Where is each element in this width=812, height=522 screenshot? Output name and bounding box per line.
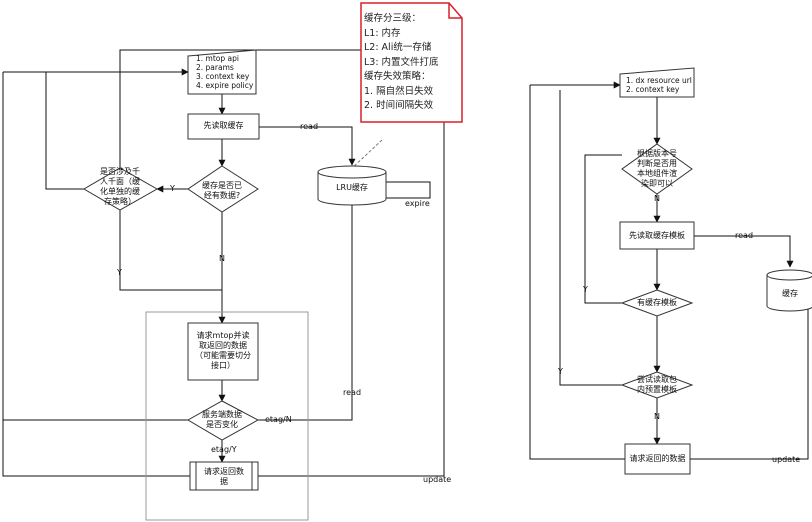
edge-label-n-builtin: N [654, 412, 660, 421]
edge-label-update-left: update [423, 475, 452, 484]
lru-cache-cylinder [317, 165, 387, 206]
return-data-node [189, 461, 259, 491]
read-template-node [619, 221, 695, 250]
read-cache-node [187, 113, 260, 140]
read-cache-label: 先读取缓存 [203, 121, 244, 130]
edge-label-etag-n: etag/N [265, 415, 292, 424]
edge-label-update-right: update [772, 455, 801, 464]
process-frame [145, 311, 309, 521]
input-node [187, 49, 257, 95]
edge-label-expire: expire [405, 199, 430, 208]
has-template-decision [620, 289, 694, 317]
edge-label-y-builtin: Y [558, 367, 563, 376]
return-data-label: 请求返回数 据 [204, 467, 244, 486]
has-data-label: 缓存是否已 经有数据? [202, 181, 242, 200]
has-data-decision [187, 165, 259, 213]
builtin-template-label: 尝试读取包 内预置模板 [637, 375, 677, 394]
template-cache-label: 缓存 [782, 289, 798, 298]
request-data-node [624, 443, 691, 475]
cache-note-text: 缓存分三级： L1: 内存 L2: Ali统一存储 L3: 内置文件打底 缓存失… [364, 12, 439, 114]
edge-label-y-personalized: Y [117, 268, 122, 277]
edge-label-read-right: read [343, 388, 362, 397]
builtin-template-decision [620, 371, 694, 399]
data-changed-decision [186, 400, 260, 441]
edge-label-read-right-flow: read [735, 231, 754, 240]
lru-label: LRU缓存 [336, 183, 368, 192]
edge-label-n-has-data: N [219, 254, 225, 263]
left-connectors [2, 49, 445, 477]
note-line: 缓存分三级： [364, 13, 422, 24]
data-changed-label: 服务端数据 是否变化 [202, 410, 242, 429]
edge-label-n-version: N [654, 194, 660, 203]
note-line: L3: 内置文件打底 [364, 56, 439, 68]
note-line: 1. 隔自然日失效 [364, 85, 434, 97]
template-cache-cylinder [766, 269, 812, 312]
request-mtop-node [187, 322, 259, 381]
resource-input-label: 1. dx resource url 2. context key [626, 76, 692, 94]
note-line: L2: Ali统一存储 [364, 42, 432, 53]
request-mtop-label: 请求mtop并读 取返回的数据 （可能需要切分 接口） [195, 331, 251, 370]
edge-label-etag-y: etag/Y [211, 445, 237, 454]
version-label: 根据版本号 判断是否用 本地组件渲 染即可以 [637, 149, 677, 188]
cache-note-callout [360, 2, 463, 123]
personalized-label: 是否涉及千 人千面（缓 化单独的缓 存策略） [100, 167, 140, 206]
right-connectors [529, 81, 809, 460]
edge-label-y-has-data: Y [170, 184, 175, 193]
input-node-label: 1. mtop api 2. params 3. context key 4. … [196, 54, 254, 90]
read-template-label: 先读取缓存模板 [629, 231, 685, 240]
note-line: 缓存失效策略： [364, 71, 431, 82]
personalized-decision [83, 167, 159, 211]
resource-input-node [619, 67, 695, 98]
note-line: 2. 时间间隔失效 [364, 100, 434, 111]
note-connector [349, 139, 383, 171]
has-template-label: 有缓存模板 [637, 298, 677, 307]
request-data-label: 请求返回的数据 [629, 454, 686, 463]
version-decision [621, 143, 693, 195]
edge-label-y-has-template: Y [583, 285, 588, 294]
note-line: L1: 内存 [364, 27, 401, 39]
edge-label-read-top: read [300, 122, 319, 131]
